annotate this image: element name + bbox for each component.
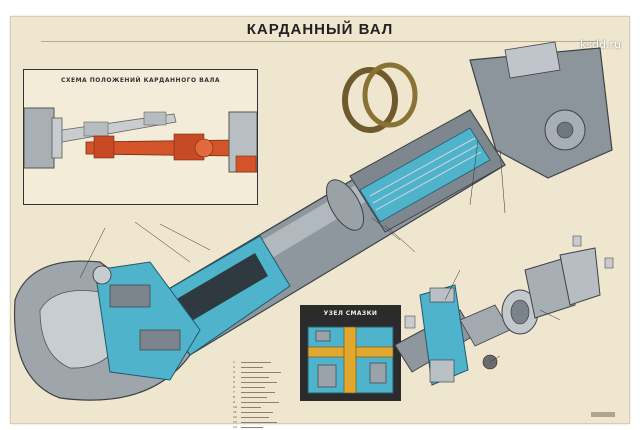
lubrication-node-panel: УЗЕЛ СМАЗКИ bbox=[300, 305, 401, 401]
poster: КАРДАННЫЙ ВАЛ ksdd.ru СХЕМА ПОЛОЖЕНИЙ КА… bbox=[10, 16, 630, 429]
legend-num: 1 bbox=[233, 360, 235, 364]
legend-row: 4 bbox=[233, 375, 291, 379]
legend-row: 2 bbox=[233, 365, 291, 369]
legend-row: 13 bbox=[233, 420, 291, 424]
legend-row: 5 bbox=[233, 380, 291, 384]
watermark: ksdd.ru bbox=[579, 38, 621, 51]
legend-row: 10 bbox=[233, 405, 291, 409]
corner-stamp bbox=[591, 412, 615, 417]
legend-num: 6 bbox=[233, 385, 235, 389]
legend-row: 12 bbox=[233, 415, 291, 419]
legend-row: 7 bbox=[233, 390, 291, 394]
title-underline bbox=[41, 41, 599, 42]
legend-num: 3 bbox=[233, 370, 235, 374]
legend-num: 13 bbox=[233, 420, 237, 424]
legend-num: 9 bbox=[233, 400, 235, 404]
positions-scheme-inset: СХЕМА ПОЛОЖЕНИЙ КАРДАННОГО ВАЛА bbox=[23, 69, 258, 205]
lubrication-node-drawing bbox=[307, 326, 394, 394]
legend-num: 14 bbox=[233, 425, 237, 429]
legend-row: 14 bbox=[233, 425, 291, 429]
legend-num: 7 bbox=[233, 390, 235, 394]
legend-row: 3 bbox=[233, 370, 291, 374]
legend-row: 11 bbox=[233, 410, 291, 414]
legend-num: 10 bbox=[233, 405, 237, 409]
legend-num: 4 bbox=[233, 375, 235, 379]
poster-title: КАРДАННЫЙ ВАЛ bbox=[246, 21, 394, 38]
legend-num: 5 bbox=[233, 380, 235, 384]
legend-row: 9 bbox=[233, 400, 291, 404]
legend-num: 12 bbox=[233, 415, 237, 419]
parts-legend: 1 2 3 4 5 6 7 8 9 10 11 12 13 14 bbox=[233, 360, 291, 430]
legend-row: 8 bbox=[233, 395, 291, 399]
legend-row: 1 bbox=[233, 360, 291, 364]
legend-num: 2 bbox=[233, 365, 235, 369]
inset-title: СХЕМА ПОЛОЖЕНИЙ КАРДАННОГО ВАЛА bbox=[60, 77, 221, 84]
legend-num: 8 bbox=[233, 395, 235, 399]
inset-drawing bbox=[24, 107, 257, 173]
legend-row: 6 bbox=[233, 385, 291, 389]
legend-num: 11 bbox=[233, 410, 237, 414]
